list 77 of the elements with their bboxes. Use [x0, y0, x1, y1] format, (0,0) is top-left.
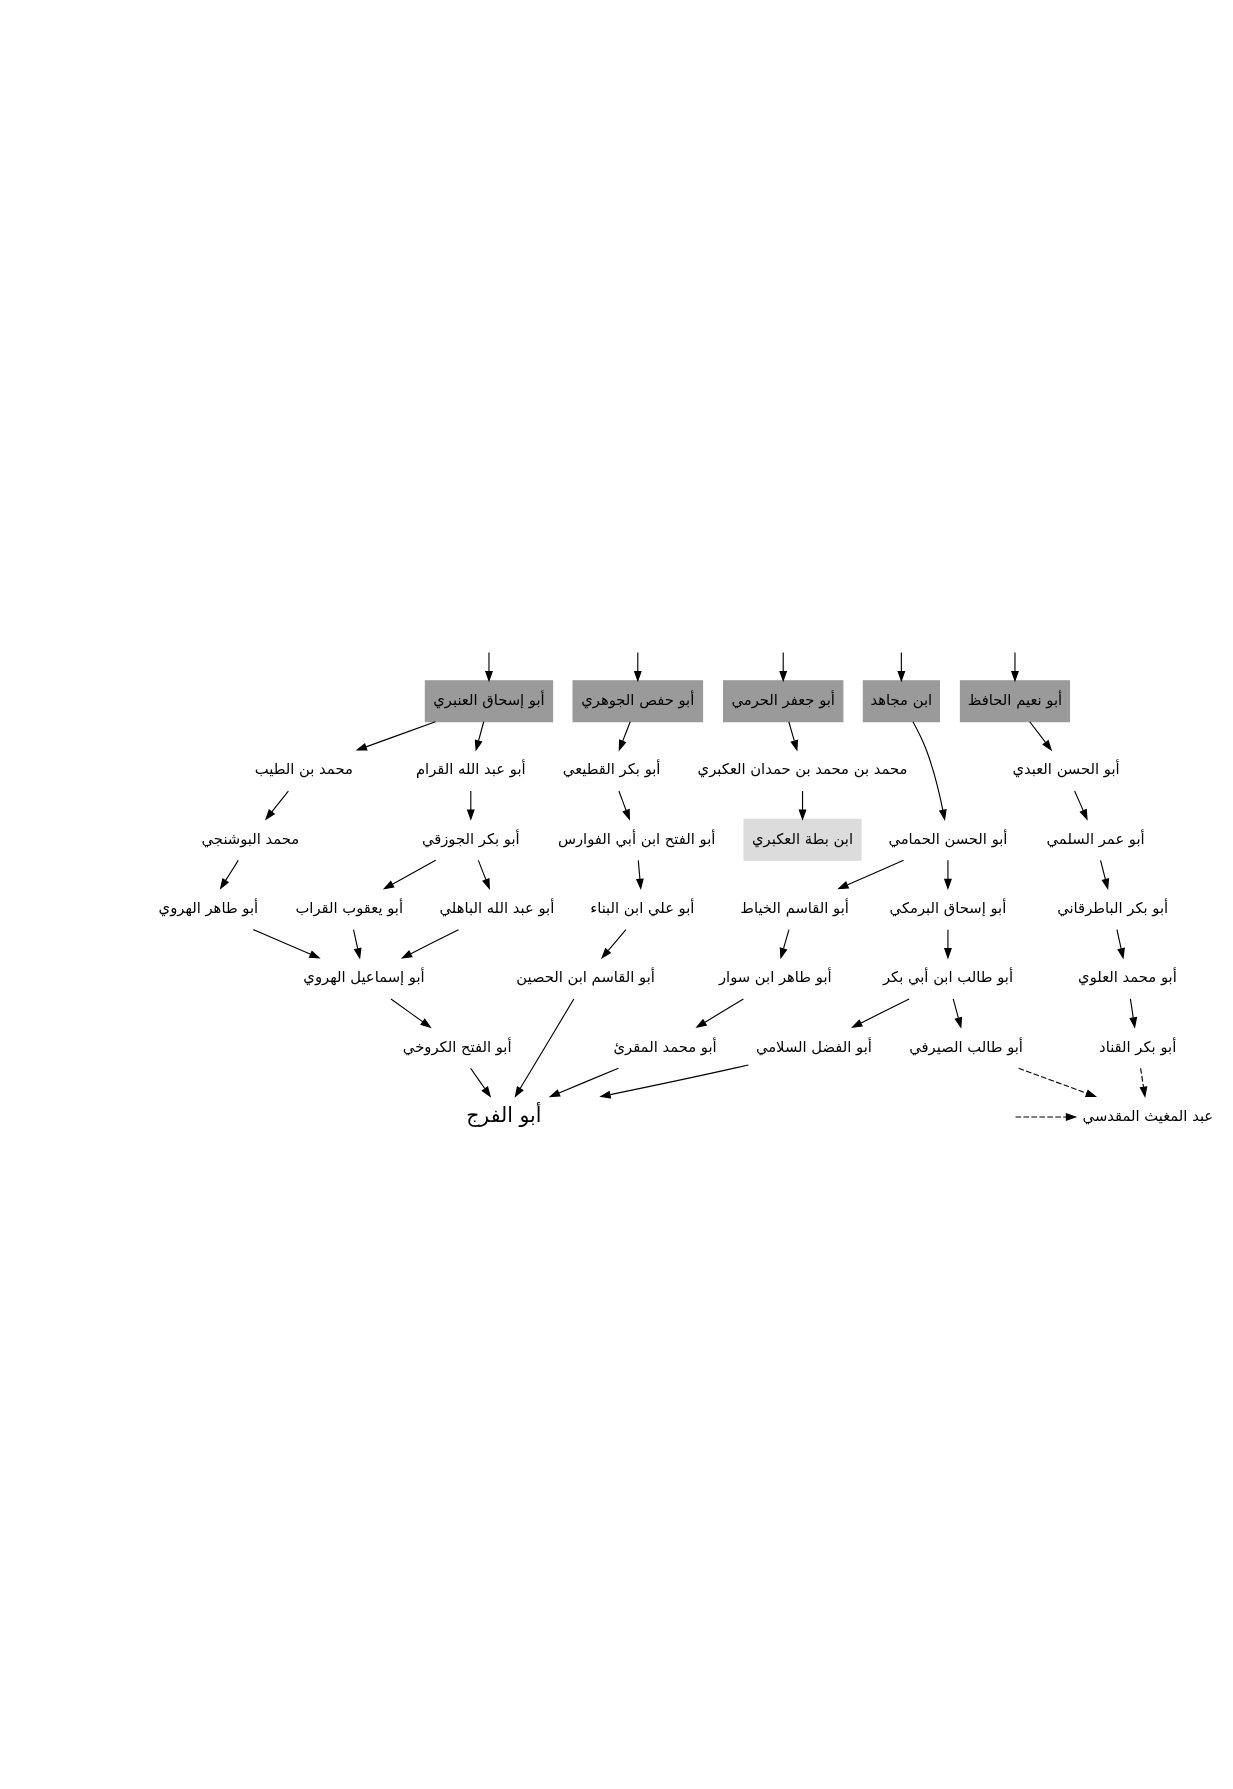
arrow: [779, 929, 790, 960]
arrow: [897, 651, 906, 683]
node-text: أبو الحسن الحمامي: [888, 829, 1008, 847]
node-box: أبو نعيم الحافظ: [959, 680, 1071, 723]
node-text: أبو الفتح ابن أبي الفوارس: [557, 829, 716, 847]
arrow: [219, 859, 239, 890]
node-text: أبو إسحاق البرمكي: [889, 898, 1007, 916]
arrow: [635, 859, 644, 891]
arrow: [912, 721, 947, 821]
arrow: [1129, 998, 1138, 1029]
arrow: [695, 998, 744, 1029]
node-text: محمد البوشنجي: [201, 829, 300, 847]
arrow: [1014, 1113, 1078, 1121]
arrow: [485, 651, 493, 683]
arrow: [382, 859, 437, 890]
node-box: أبو حفص الجوهري: [572, 680, 704, 723]
node-text: محمد بن محمد بن حمدان العكبري: [697, 760, 908, 778]
arrow: [1018, 1067, 1098, 1098]
node-text: أبو بكر الجوزقي: [421, 829, 520, 847]
arrow: [943, 929, 952, 960]
node-text: أبو عبد الله الباهلي: [439, 898, 555, 916]
node-box: أبو إسحاق العنبري: [424, 680, 554, 723]
arrow: [477, 859, 490, 890]
node-text: أبو بكر الباطرقاني: [1057, 898, 1169, 916]
arrow: [618, 721, 631, 752]
node-text: أبو طالب ابن أبي بكر: [882, 968, 1013, 986]
node-box: ابن مجاهد: [862, 680, 940, 723]
node-text: أبو الفرج: [466, 1103, 542, 1128]
arrow: [788, 721, 799, 752]
node-text: أبو بكر القناد: [1099, 1037, 1177, 1055]
node-text: أبو طاهر ابن سوار: [718, 968, 832, 986]
arrow: [952, 998, 963, 1029]
arrow: [474, 721, 485, 752]
node-text: أبو الفتح الكروخي: [402, 1037, 512, 1055]
node-text: أبو محمد المقرئ: [613, 1037, 717, 1055]
arrow: [1100, 859, 1110, 891]
arrow: [633, 651, 642, 683]
arrow: [943, 859, 952, 891]
node-text: أبو محمد العلوي: [1078, 968, 1177, 986]
node-box: أبو جعفر الحرمي: [723, 680, 844, 723]
node-text: أبو بكر القطيعي: [562, 760, 661, 778]
arrow: [514, 998, 575, 1098]
node-text: أبو علي ابن البناء: [590, 898, 695, 916]
arrow: [352, 929, 362, 960]
arrow: [599, 1064, 749, 1099]
node-text: أبو الفضل السلامي: [755, 1037, 872, 1055]
arrow: [470, 1067, 492, 1098]
arrow: [1074, 790, 1088, 821]
arrow: [779, 651, 788, 683]
arrow: [837, 859, 905, 890]
node-text: أبو القاسم ابن الحصين: [516, 968, 655, 986]
node-text: عبد المغيث المقدسي: [1082, 1106, 1214, 1124]
node-text: أبو عمر السلمي: [1046, 829, 1145, 847]
arrow: [798, 790, 807, 821]
arrow: [400, 929, 460, 959]
arrow: [355, 721, 436, 751]
node-text: أبو طالب الصيرفي: [909, 1037, 1023, 1055]
node-box: ابن بطة العكبري: [743, 818, 862, 861]
node-text: أبو إسماعيل الهروي: [303, 968, 425, 986]
arrow: [390, 998, 432, 1029]
arrow: [1116, 929, 1125, 960]
arrow: [264, 790, 289, 821]
arrow: [1029, 721, 1053, 752]
arrow: [851, 998, 910, 1028]
node-text: أبو يعقوب القراب: [295, 898, 404, 916]
node-text: أبو عبد الله القرام: [415, 760, 526, 778]
node-text: محمد بن الطيب: [254, 760, 353, 778]
arrow: [252, 929, 321, 959]
arrow: [1011, 651, 1019, 683]
arrow: [618, 790, 630, 821]
node-text: أبو طاهر الهروي: [158, 898, 259, 916]
arrow: [1139, 1067, 1148, 1098]
node-text: أبو الحسن العبدي: [1012, 760, 1120, 778]
arrow: [548, 1067, 619, 1098]
arrow: [601, 929, 627, 959]
node-text: أبو القاسم الخياط: [740, 898, 849, 916]
arrow: [466, 790, 475, 821]
